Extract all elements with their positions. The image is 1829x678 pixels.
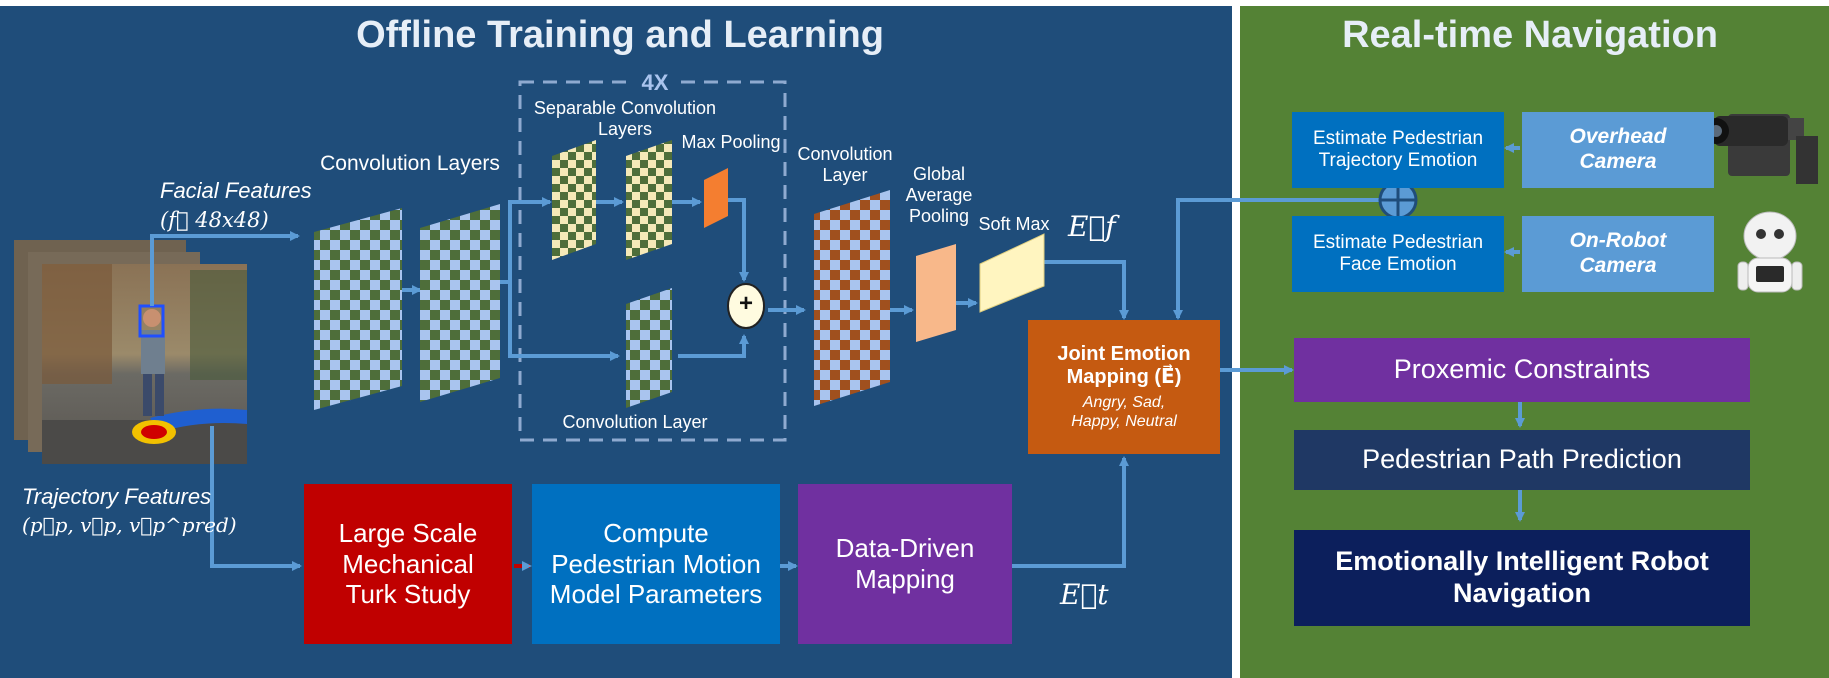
conv-layer-right (814, 190, 890, 406)
offline-title: Offline Training and Learning (356, 14, 884, 56)
facial-features-label: Facial Features (160, 178, 312, 203)
convolution-layer-right-label: Convolution Layer (797, 144, 893, 186)
conv-layer-bottom (626, 288, 672, 408)
max-pool-layer (704, 168, 728, 228)
joint-emotion-title-2: Mapping (E⃗) (1066, 366, 1182, 389)
plus-symbol: + (738, 290, 753, 317)
motion-model-box: Compute Pedestrian Motion Model Paramete… (532, 484, 780, 644)
trajectory-features-label: Trajectory Features (22, 484, 212, 509)
conv-layer-1 (314, 208, 402, 410)
proxemic-constraints-box: Proxemic Constraints (1294, 338, 1750, 402)
separable-conv-2 (626, 140, 672, 260)
estimate-trajectory-box: Estimate Pedestrian Trajectory Emotion (1292, 112, 1504, 188)
facial-features-vector: (f⃗ 48x48) (160, 208, 320, 233)
robot-icon (1737, 211, 1803, 293)
convolution-layers-label: Convolution Layers (320, 152, 500, 175)
facial-vector-text: (f⃗ 48x48) (160, 208, 269, 232)
path-prediction-box: Pedestrian Path Prediction (1294, 430, 1750, 490)
repeat-block-outline (518, 80, 787, 442)
realtime-title: Real-time Navigation (1342, 14, 1718, 56)
estimate-face-box: Estimate Pedestrian Face Emotion (1292, 216, 1504, 292)
overhead-camera-box: Overhead Camera (1522, 112, 1714, 188)
e-f-label: E⃗f (1068, 210, 1116, 243)
joint-emotion-list-1: Angry, Sad, (1082, 393, 1166, 411)
max-pooling-label: Max Pooling (681, 132, 781, 152)
softmax-layer (979, 233, 1045, 313)
repeat-count-label: 4X (630, 70, 680, 96)
convolution-layer-bottom-label: Convolution Layer (562, 412, 708, 432)
joint-emotion-box: Joint Emotion Mapping (E⃗) Angry, Sad, H… (1028, 320, 1220, 454)
separable-convolution-label: Separable Convolution Layers (533, 98, 717, 140)
final-navigation-box: Emotionally Intelligent Robot Navigation (1294, 530, 1750, 626)
plus-circle-icon (727, 283, 765, 329)
joint-emotion-list-2: Happy, Neutral (1071, 412, 1177, 430)
global-average-pooling-label: Global Average Pooling (905, 164, 973, 227)
soft-max-label: Soft Max (978, 214, 1050, 234)
security-camera-icon (1703, 114, 1818, 184)
mechanical-turk-box: Large Scale Mechanical Turk Study (304, 484, 512, 644)
onrobot-camera-box: On-Robot Camera (1522, 216, 1714, 292)
conv-layer-2 (420, 204, 500, 402)
joint-emotion-title-1: Joint Emotion (1057, 342, 1191, 365)
gap-layer (916, 244, 956, 342)
separable-conv-1 (552, 140, 596, 260)
e-t-label: E⃗t (1060, 578, 1109, 611)
data-driven-mapping-box: Data-Driven Mapping (798, 484, 1012, 644)
trajectory-features-vector: (p⃗p, v⃗p, v⃗p^pred) (22, 513, 237, 537)
